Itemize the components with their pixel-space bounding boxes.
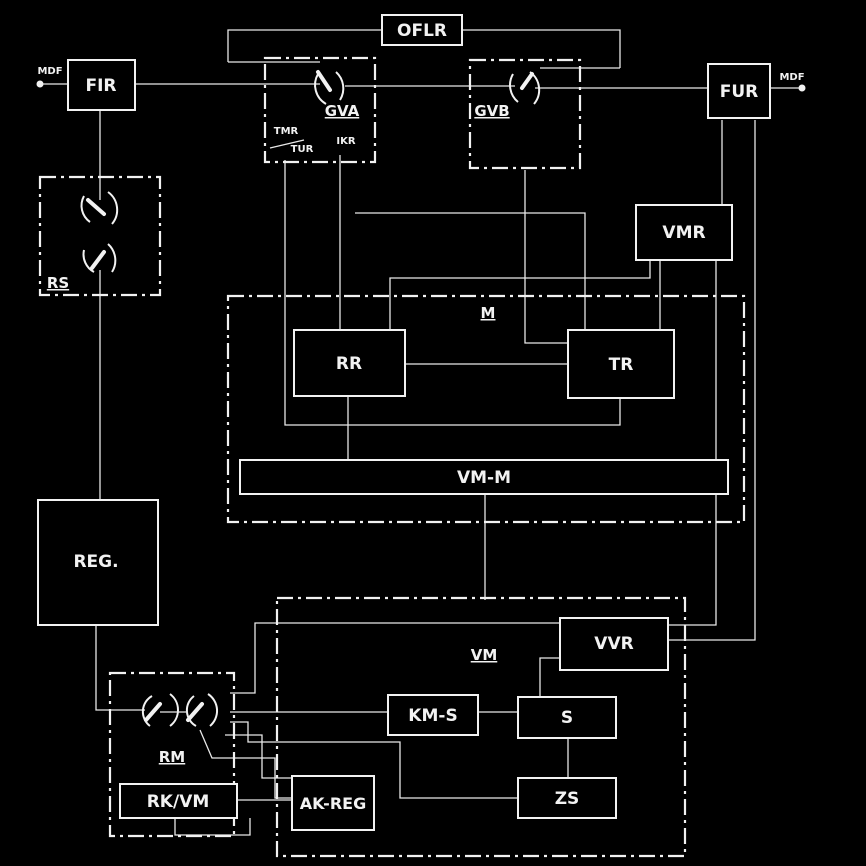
zs-label: ZS	[555, 789, 580, 809]
tr-block: TR	[567, 329, 675, 399]
s-label: S	[561, 708, 573, 728]
rs-label: RS	[47, 274, 69, 292]
vmr-label: VMR	[662, 223, 705, 243]
oflr-label: OFLR	[397, 21, 447, 41]
rm-group	[108, 671, 236, 838]
rk-vm-label: RK/VM	[147, 792, 210, 812]
gvb-switch-icon	[509, 71, 541, 105]
s-block: S	[517, 696, 617, 739]
rs-lower-switch-icon	[82, 243, 117, 273]
fur-label: FUR	[720, 82, 759, 102]
mdf-left-terminal-icon	[36, 80, 44, 88]
rr-label: RR	[336, 354, 362, 374]
tur-label: TUR	[291, 144, 314, 155]
gva-group	[263, 56, 377, 164]
rm-label: RM	[159, 748, 185, 766]
gvb-group	[468, 58, 582, 170]
zs-block: ZS	[517, 777, 617, 819]
reg-label: REG.	[73, 552, 118, 572]
rs-upper-switch-icon	[80, 191, 119, 225]
mdf-right-label: MDF	[779, 72, 804, 83]
gva-switch-icon	[314, 70, 345, 105]
fur-block: FUR	[707, 63, 771, 119]
vm-label: VM	[471, 646, 498, 664]
ikr-label: IKR	[336, 136, 355, 147]
m-group	[226, 294, 746, 524]
vvr-block: VVR	[559, 617, 669, 671]
rm-switch-icon	[141, 693, 219, 727]
vvr-label: VVR	[594, 634, 633, 654]
vm-m-label: VM-M	[457, 468, 511, 488]
mdf-left-label: MDF	[37, 66, 62, 77]
rk-vm-block: RK/VM	[119, 783, 238, 819]
oflr-block: OFLR	[381, 14, 463, 46]
tr-label: TR	[609, 355, 634, 375]
reg-block: REG.	[37, 499, 159, 626]
mdf-right-terminal-icon	[798, 84, 806, 92]
vmr-block: VMR	[635, 204, 733, 261]
km-s-label: KM-S	[408, 706, 457, 726]
vm-m-block: VM-M	[239, 459, 729, 495]
rs-group	[38, 175, 162, 297]
rr-block: RR	[293, 329, 406, 397]
gvb-label: GVB	[474, 102, 509, 120]
tmr-label: TMR	[274, 126, 299, 137]
fir-block: FIR	[67, 59, 136, 111]
fir-label: FIR	[85, 76, 116, 96]
km-s-block: KM-S	[387, 694, 479, 736]
m-label: M	[481, 304, 496, 322]
tmr-tur-divider	[269, 139, 305, 149]
vm-group	[275, 596, 687, 858]
ak-reg-label: AK-REG	[300, 794, 366, 813]
wiring	[42, 29, 802, 836]
ak-reg-block: AK-REG	[291, 775, 375, 831]
gva-label: GVA	[325, 102, 360, 120]
